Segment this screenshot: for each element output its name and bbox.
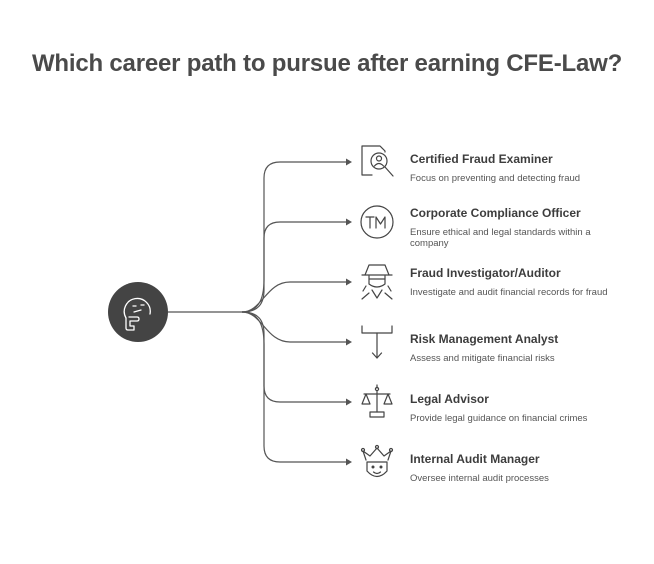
thinking-face-icon: [123, 297, 151, 331]
option-description: Focus on preventing and detecting fraud: [410, 173, 581, 184]
option-description: Ensure ethical and legal standards withi…: [410, 227, 591, 249]
option-title: Certified Fraud Examiner: [410, 152, 553, 166]
option-title: Internal Audit Manager: [410, 452, 540, 466]
page-title: Which career path to pursue after earnin…: [31, 50, 623, 77]
option-description: Investigate and audit financial records …: [410, 287, 608, 298]
connector-corporate-compliance-officer: [241, 221, 346, 313]
arrowhead-1: [346, 158, 352, 166]
arrowheads: [346, 158, 352, 466]
down-arrow-tray-icon: [361, 325, 393, 359]
trademark-icon: [360, 205, 394, 239]
option-internal-audit-manager: Internal Audit Manager Oversee internal …: [410, 452, 610, 484]
arrowhead-3: [346, 278, 352, 286]
scales-icon: [361, 384, 393, 418]
connector-internal-audit-manager: [241, 311, 346, 463]
option-title: Corporate Compliance Officer: [410, 206, 581, 220]
connector-certified-fraud-examiner: [241, 161, 346, 313]
connectors: [168, 161, 346, 463]
option-corporate-compliance-officer: Corporate Compliance Officer Ensure ethi…: [410, 206, 610, 249]
option-certified-fraud-examiner: Certified Fraud Examiner Focus on preven…: [410, 152, 610, 184]
option-risk-management-analyst: Risk Management Analyst Assess and mitig…: [410, 332, 610, 364]
magnifier-person-icon: [361, 145, 394, 177]
option-description: Provide legal guidance on financial crim…: [410, 413, 588, 424]
option-title: Risk Management Analyst: [410, 332, 559, 346]
arrowhead-5: [346, 398, 352, 406]
option-description: Oversee internal audit processes: [410, 473, 549, 484]
connector-fraud-investigator-auditor: [241, 281, 346, 313]
option-title: Fraud Investigator/Auditor: [410, 266, 561, 280]
detective-icon: [361, 264, 393, 300]
option-title: Legal Advisor: [410, 392, 489, 406]
arrowhead-6: [346, 458, 352, 466]
option-description: Assess and mitigate financial risks: [410, 353, 555, 364]
option-legal-advisor: Legal Advisor Provide legal guidance on …: [410, 392, 610, 424]
hub-node: [108, 282, 168, 342]
option-fraud-investigator-auditor: Fraud Investigator/Auditor Investigate a…: [410, 266, 610, 298]
hub-circle: [108, 282, 168, 342]
arrowhead-4: [346, 338, 352, 346]
arrowhead-2: [346, 218, 352, 226]
connector-legal-advisor: [241, 311, 346, 403]
crown-face-icon: [360, 444, 394, 478]
